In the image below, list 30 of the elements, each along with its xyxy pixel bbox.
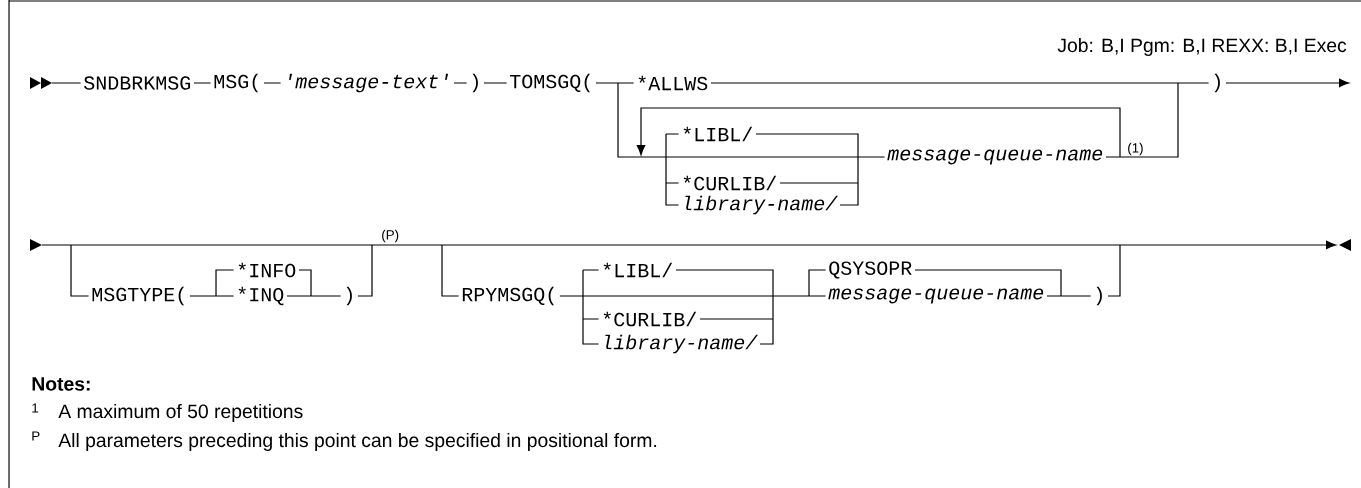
footnote-ref: (P)	[382, 229, 399, 243]
keyword-text: *CURLIB/	[678, 175, 780, 191]
variable-text: library-name/	[678, 195, 840, 215]
keyword-text: MSGTYPE(	[88, 286, 190, 306]
keyword-text: RPYMSGQ(	[458, 286, 560, 306]
note-marker: P	[32, 431, 40, 441]
parenthesis-text: )	[466, 73, 484, 93]
keyword-text: *CURLIB/	[598, 311, 700, 327]
keyword-text: SNDBRKMSG	[80, 75, 194, 91]
keyword-text: QSYSOPR	[825, 260, 915, 280]
note-text: All parameters preceding this point can be specified in positional form.	[58, 433, 657, 451]
keyword-text: *LIBL/	[598, 262, 676, 278]
notes-heading: Notes:	[32, 377, 90, 391]
environment-text: Job: B,I Pgm: B,I REXX: B,I Exec	[1057, 38, 1347, 56]
variable-text: 'message-text'	[280, 73, 454, 93]
keyword-text: TOMSGQ(	[506, 73, 596, 93]
keyword-text: *INFO	[233, 262, 299, 278]
keyword-text: MSG(	[210, 73, 264, 93]
parenthesis-text: )	[1208, 73, 1226, 93]
variable-text: message-queue-name	[825, 287, 1047, 305]
note-text: A maximum of 50 repetitions	[58, 404, 303, 422]
variable-text: message-queue-name	[884, 148, 1106, 166]
footnote-ref: (1)	[1128, 142, 1143, 156]
keyword-text: *INQ	[233, 286, 287, 306]
parenthesis-text: )	[1090, 286, 1108, 306]
parenthesis-text: )	[340, 286, 358, 306]
note-marker: 1	[32, 403, 39, 413]
keyword-text: *ALLWS	[633, 75, 711, 91]
keyword-text: *LIBL/	[678, 126, 756, 142]
variable-text: library-name/	[598, 334, 760, 354]
